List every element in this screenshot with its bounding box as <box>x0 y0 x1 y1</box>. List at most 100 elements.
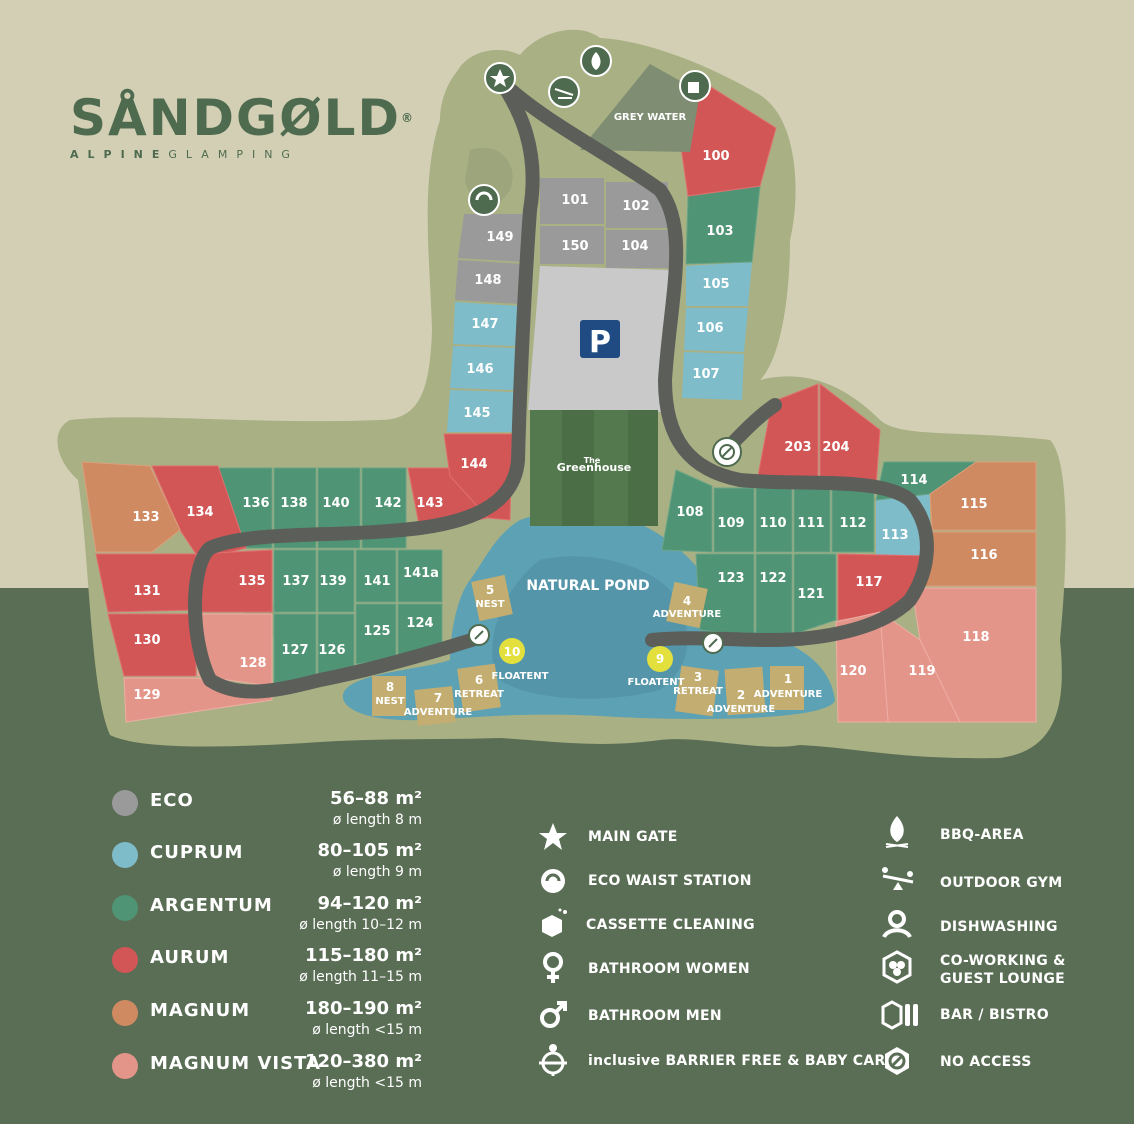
floatent-10[interactable] <box>499 638 525 664</box>
label-117: 117 <box>855 575 882 590</box>
pond-inner <box>492 556 688 699</box>
label-114: 114 <box>900 473 927 488</box>
pitch-121[interactable] <box>793 553 837 635</box>
floatent-9[interactable] <box>647 646 673 672</box>
dish-icon <box>882 910 912 939</box>
legend-magnum-vista-size: 120–380 m² <box>304 1051 422 1072</box>
label-143: 143 <box>416 496 443 511</box>
lodge-5[interactable] <box>471 574 513 622</box>
pitch-105[interactable] <box>686 262 752 306</box>
pitch-133[interactable] <box>81 461 181 553</box>
pitch-111[interactable] <box>793 487 831 553</box>
star-icon <box>539 823 567 850</box>
label-135: 135 <box>238 574 265 589</box>
pitch-141[interactable] <box>355 549 397 603</box>
legend-eco: ECO 56–88 m² ø length 8 m <box>112 788 422 838</box>
legend-cuprum: CUPRUM 80–105 m² ø length 9 m <box>112 840 422 890</box>
pitch-149[interactable] <box>458 214 528 262</box>
pitch-101[interactable] <box>540 178 604 224</box>
lodge-2[interactable] <box>724 666 766 716</box>
label-148: 148 <box>474 273 501 288</box>
lodge-labels: 1 ADVENTURE 2 ADVENTURE 3 RETREAT 4 ADVE… <box>375 583 822 718</box>
greenhouse-label: Greenhouse <box>557 461 631 474</box>
label-113: 113 <box>881 528 908 543</box>
pitch-148[interactable] <box>455 260 524 304</box>
lodge-4-type: ADVENTURE <box>653 609 722 620</box>
pitch-150[interactable] <box>540 226 604 264</box>
floatent-10-type: FLOATENT <box>492 671 549 682</box>
pitch-120[interactable] <box>835 611 889 723</box>
road-west[interactable] <box>188 73 540 699</box>
facility-dishwashing-label: DISHWASHING <box>940 919 1058 935</box>
lodge-4-number: 4 <box>683 594 691 608</box>
map-icons <box>468 45 742 654</box>
pitch-122[interactable] <box>755 553 793 635</box>
lodge-3[interactable] <box>674 665 720 717</box>
eco-pitches <box>455 178 672 304</box>
facility-barrier-free-label: inclusive BARRIER FREE & BABY CARE <box>588 1053 896 1069</box>
eco-waste-marker[interactable] <box>468 184 500 216</box>
pitch-118[interactable] <box>911 587 1037 723</box>
lodge-8[interactable] <box>372 676 406 716</box>
pitch-141a[interactable] <box>397 549 443 603</box>
label-109: 109 <box>717 516 744 531</box>
seesaw-icon <box>554 88 574 99</box>
pitch-131[interactable] <box>95 553 197 613</box>
pitch-107[interactable] <box>682 352 744 400</box>
pitch-115[interactable] <box>929 461 1037 531</box>
male-icon <box>540 1001 567 1028</box>
lodge-7[interactable] <box>414 686 456 726</box>
label-101: 101 <box>561 193 588 208</box>
label-104: 104 <box>621 239 648 254</box>
facility-barrier-free: inclusive BARRIER FREE & BABY CARE <box>536 1042 895 1082</box>
brand-wordmark: SÅNDGØLD <box>70 89 401 147</box>
pitch-146[interactable] <box>450 346 516 390</box>
female-icon <box>543 952 563 983</box>
lodge-5-number: 5 <box>486 583 494 597</box>
eco-swatch <box>112 790 138 816</box>
facility-cassette-cleaning: CASSETTE CLEANING <box>536 906 856 946</box>
legend-argentum: ARGENTUM 94–120 m² ø length 10–12 m <box>112 893 422 943</box>
legend-magnum: MAGNUM 180–190 m² ø length <15 m <box>112 998 422 1048</box>
label-106: 106 <box>696 321 723 336</box>
floatent-10-number: 10 <box>504 645 521 659</box>
label-103: 103 <box>706 224 733 239</box>
pitch-108[interactable] <box>661 469 713 553</box>
brand-sub-light: GLAMPING <box>168 148 299 161</box>
pitch-109[interactable] <box>713 487 755 553</box>
label-147: 147 <box>471 317 498 332</box>
facility-bar-label: BAR / BISTRO <box>940 1007 1049 1023</box>
greenhouse: The Greenhouse <box>530 410 658 526</box>
label-141: 141 <box>363 574 390 589</box>
pitch-130[interactable] <box>107 613 197 677</box>
pitch-145[interactable] <box>447 390 514 432</box>
label-116: 116 <box>970 548 997 563</box>
lodge-1[interactable] <box>770 666 804 710</box>
legend-magnum-size: 180–190 m² <box>304 998 422 1019</box>
facility-bbq: BBQ-AREA <box>880 814 1100 854</box>
lodge-6[interactable] <box>457 663 501 713</box>
lodge-4[interactable] <box>666 581 708 629</box>
pitch-147[interactable] <box>453 302 520 346</box>
facility-eco-waste: ECO WAIST STATION <box>536 864 856 904</box>
label-126: 126 <box>318 643 345 658</box>
brand-subtitle: ALPINEGLAMPING <box>70 148 415 161</box>
pitch-104[interactable] <box>606 230 672 268</box>
label-111: 111 <box>797 516 824 531</box>
label-150: 150 <box>561 239 588 254</box>
facility-lounge: CO-WORKING & GUEST LOUNGE <box>880 950 1100 994</box>
lodge-2-number: 2 <box>737 688 745 702</box>
label-108: 108 <box>676 505 703 520</box>
label-138: 138 <box>280 496 307 511</box>
pitch-106[interactable] <box>684 308 748 352</box>
pitch-139[interactable] <box>317 549 355 613</box>
facility-outdoor-gym-label: OUTDOOR GYM <box>940 875 1063 891</box>
label-102: 102 <box>622 199 649 214</box>
facility-eco-waste-label: ECO WAIST STATION <box>588 873 752 889</box>
label-105: 105 <box>702 277 729 292</box>
road-east[interactable] <box>493 73 934 647</box>
pitch-137[interactable] <box>273 549 317 613</box>
cube-sparkle-icon <box>542 908 567 937</box>
legend-magnum-name: MAGNUM <box>150 1000 251 1021</box>
